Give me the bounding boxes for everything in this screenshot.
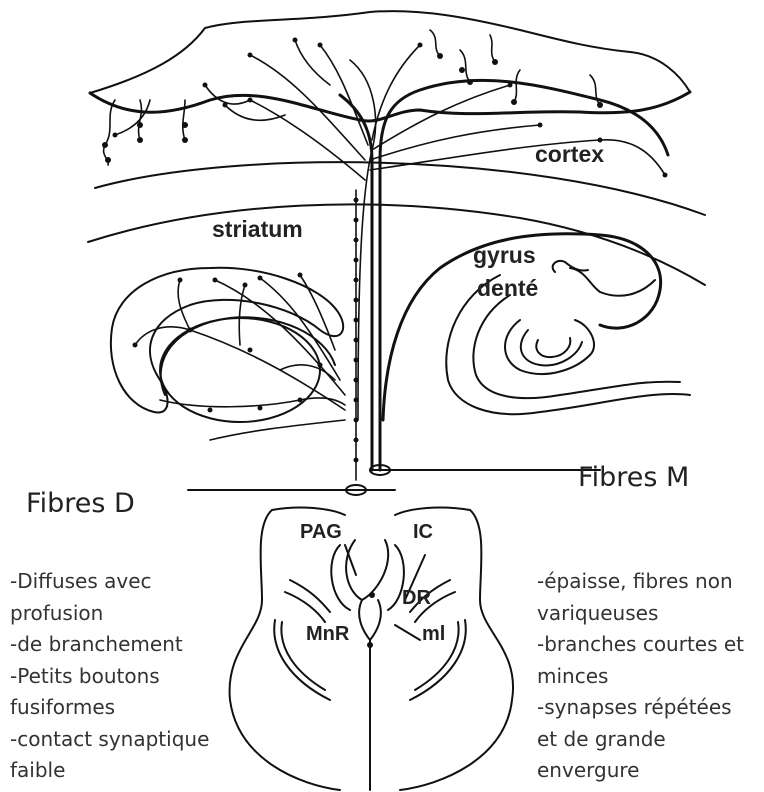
fibres-m-line: -branches courtes et (537, 629, 744, 661)
fibres-d-description: -Diffuses avec profusion -de branchement… (10, 566, 209, 787)
label-pag: PAG (300, 521, 342, 543)
fibres-m-title: Fibres M (578, 462, 689, 493)
fibres-m-line: envergure (537, 755, 744, 787)
fibres-m-description: -épaisse, fibres non variqueuses -branch… (537, 566, 744, 787)
fibres-d-line: fusiformes (10, 692, 209, 724)
label-ic: IC (413, 521, 433, 543)
fibres-m-line: et de grande (537, 724, 744, 756)
label-gyrus: gyrus (473, 242, 536, 268)
aqueduct (346, 540, 388, 600)
fibres-d-line: -Petits boutons (10, 661, 209, 693)
label-mnr: MnR (306, 623, 350, 645)
label-dr: DR (402, 587, 431, 609)
fibres-m-line: -épaisse, fibres non (537, 566, 744, 598)
brainstem-outline (230, 510, 514, 790)
fibres-d-line: profusion (10, 598, 209, 630)
corpus-callosum-arc (95, 162, 705, 215)
fibres-d-line: -de branchement (10, 629, 209, 661)
fibres-m-line: -synapses répétées (537, 692, 744, 724)
label-dente: denté (477, 275, 538, 301)
fibres-d-line: -Diffuses avec (10, 566, 209, 598)
fibres-d-line: faible (10, 755, 209, 787)
fibres-m-line: minces (537, 661, 744, 693)
dentate-fold (570, 268, 655, 296)
label-cortex: cortex (535, 141, 604, 167)
label-ml: ml (422, 623, 445, 645)
fibres-d-line: -contact synaptique (10, 724, 209, 756)
striatum-boundary-arc (88, 204, 705, 285)
cortex-outline (90, 11, 690, 93)
fibres-m-line: variqueuses (537, 598, 744, 630)
fibres-d-title: Fibres D (26, 488, 135, 519)
label-striatum: striatum (212, 216, 303, 242)
